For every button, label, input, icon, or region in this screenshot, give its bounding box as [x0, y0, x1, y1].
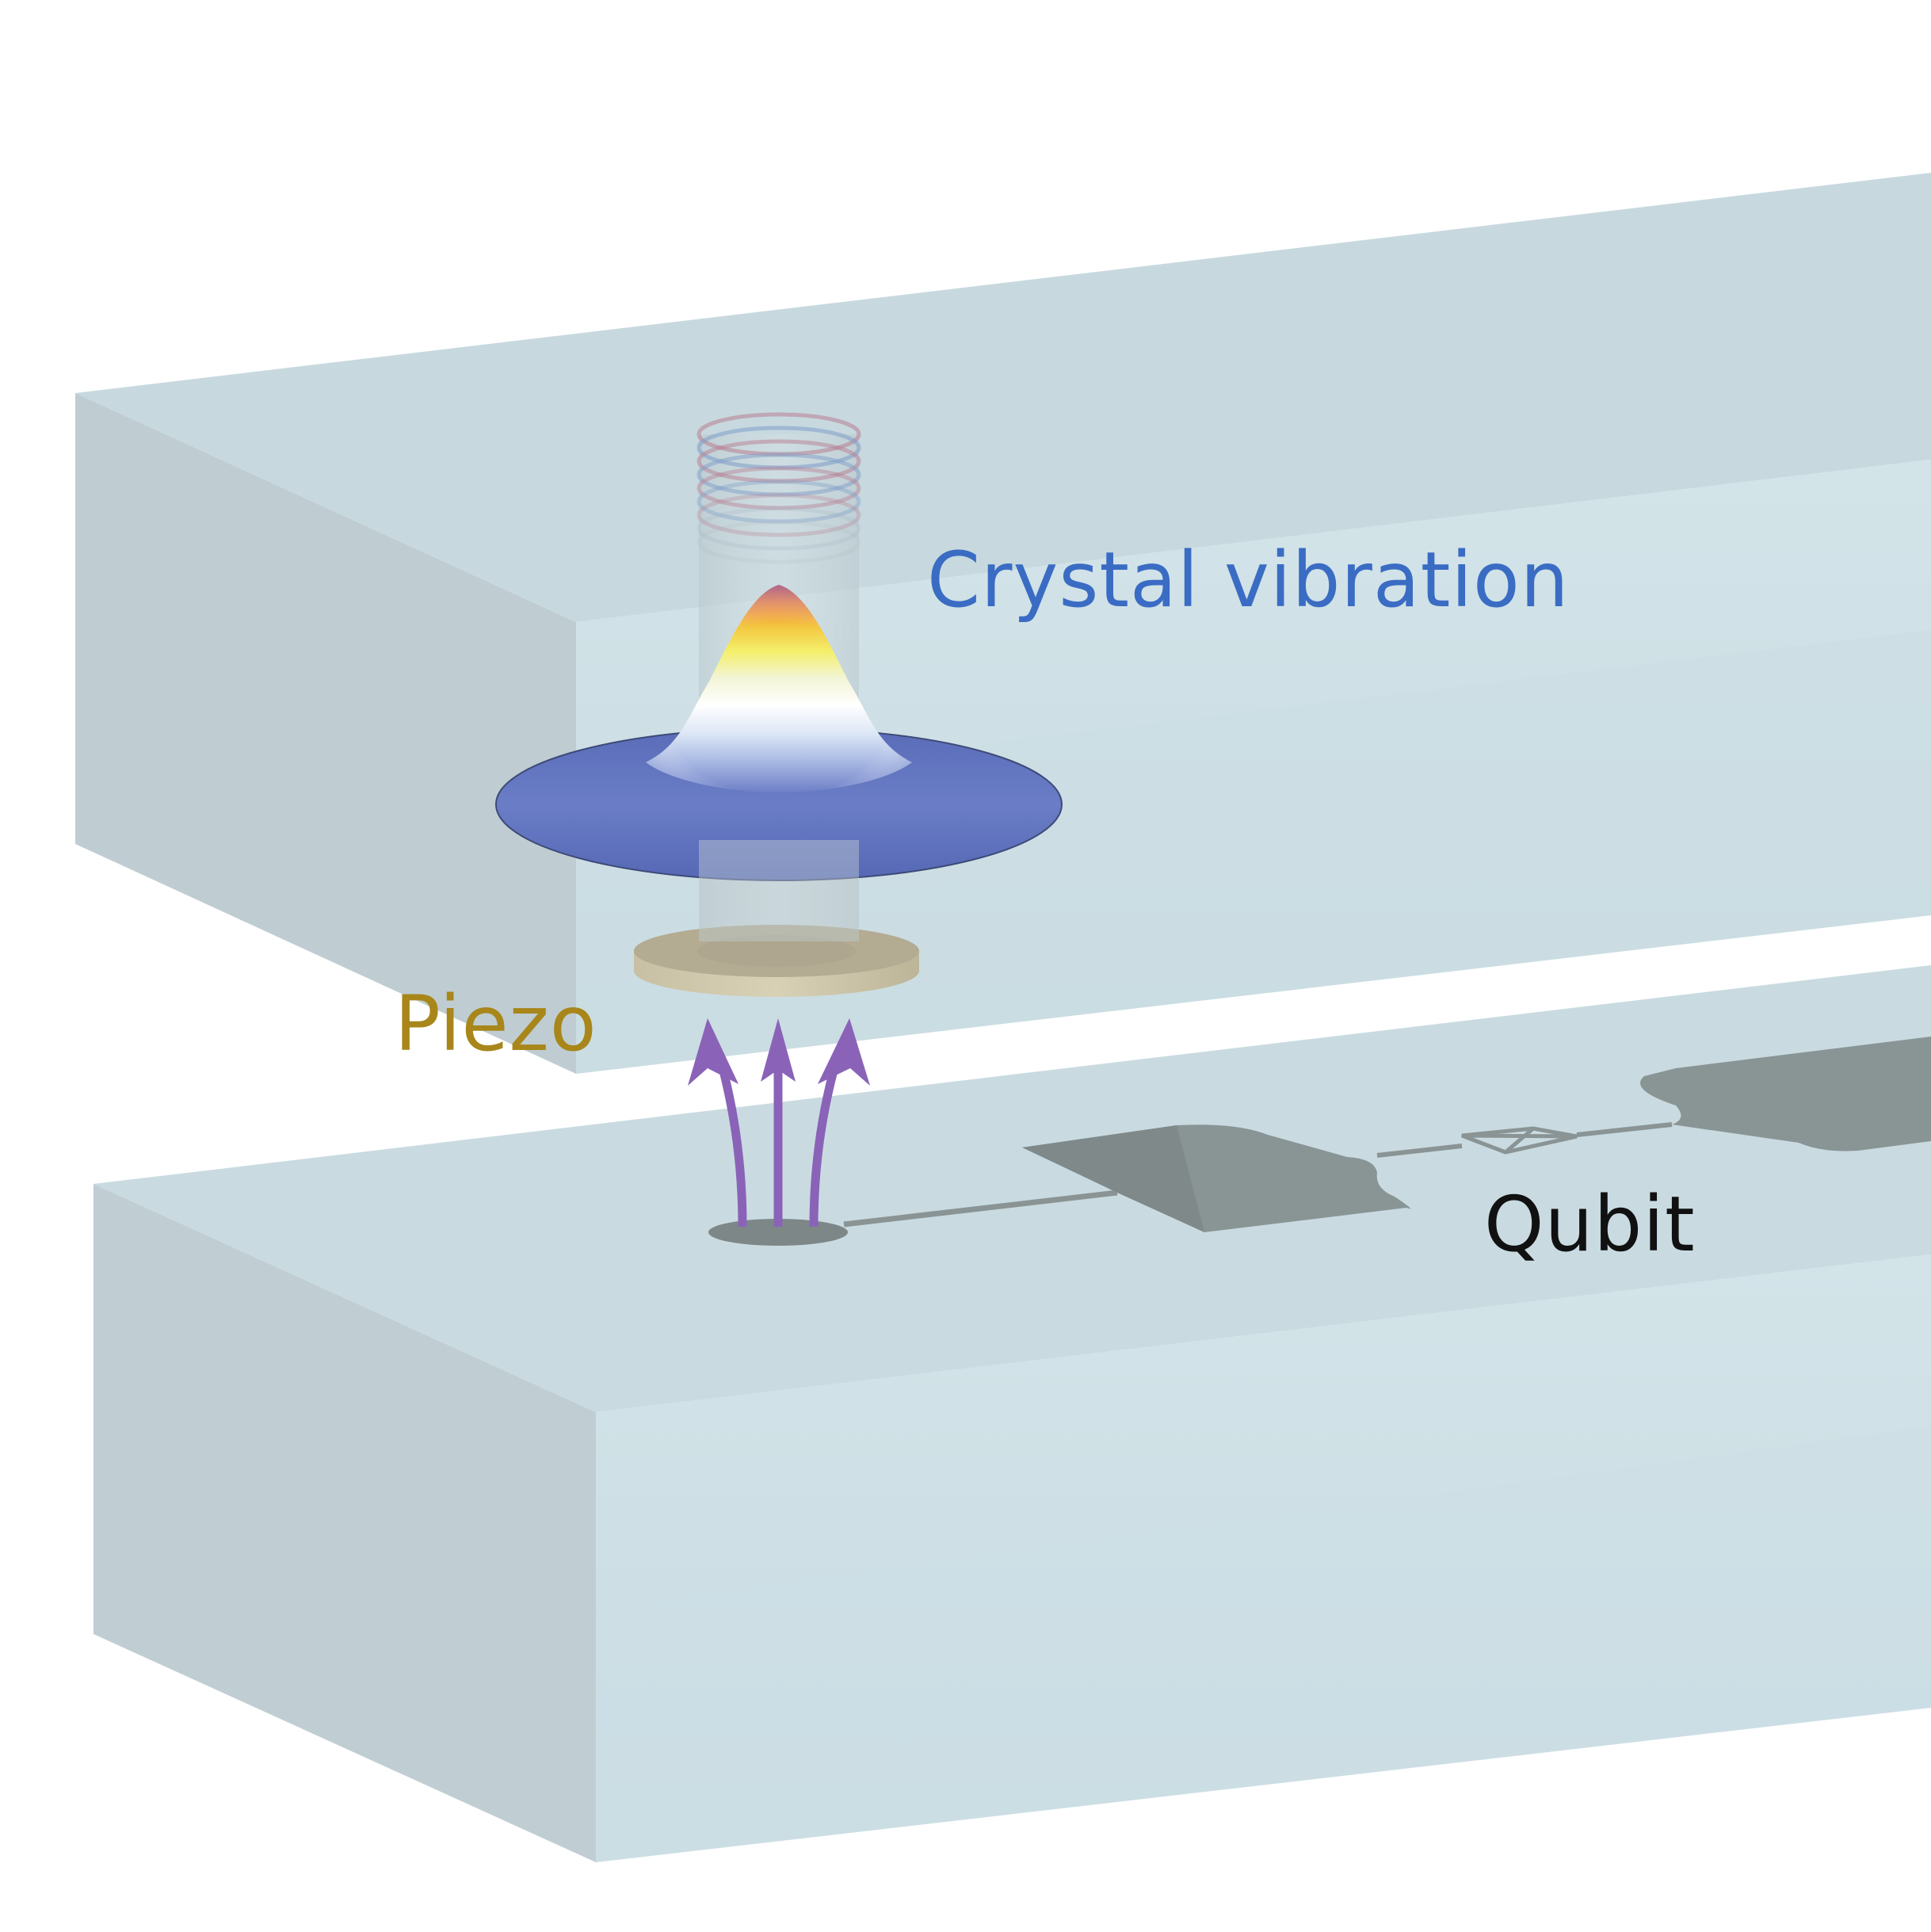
- lower-block-front-lower-band: [596, 1426, 1931, 1862]
- lower-block-top-face: [93, 965, 1931, 1412]
- josephson-junction: [1461, 1126, 1578, 1155]
- arrow-left: [716, 1060, 747, 1228]
- cylinder-rings: [696, 412, 861, 564]
- qubit-label: Qubit: [1484, 1180, 1696, 1269]
- upper-crystal-block: [75, 173, 1931, 1074]
- junction-wire-left: [1376, 1144, 1463, 1158]
- cylinder-lower-section: [699, 840, 859, 941]
- vibration-mode: [495, 585, 1063, 941]
- arrow-center-head: [761, 1018, 796, 1082]
- arrow-right: [809, 1060, 841, 1228]
- lower-block-side-face: [93, 1184, 596, 1862]
- piezo-disk: [634, 925, 919, 997]
- qubit-left-paddle-shade: [1022, 1125, 1204, 1232]
- coupling-arrows: [716, 1060, 841, 1228]
- arrow-left-head: [688, 1018, 738, 1086]
- piezo-label: Piezo: [395, 979, 597, 1068]
- piezo-disk-top-overlay: [697, 935, 856, 967]
- upper-block-side-face: [75, 393, 576, 1074]
- vibration-peak-shade: [646, 585, 912, 792]
- qubit-circuit: [708, 1037, 1931, 1246]
- junction-wire-right: [1576, 1122, 1673, 1137]
- arrow-heads: [688, 1018, 870, 1086]
- coupling-wire: [843, 1189, 1118, 1228]
- lower-crystal-block: [93, 965, 1931, 1862]
- arrow-right-head: [818, 1018, 870, 1086]
- qubit-right-paddle: [1640, 1037, 1931, 1151]
- upper-block-top-face: [75, 173, 1931, 622]
- crystal-vibration-label: Crystal vibration: [927, 536, 1570, 624]
